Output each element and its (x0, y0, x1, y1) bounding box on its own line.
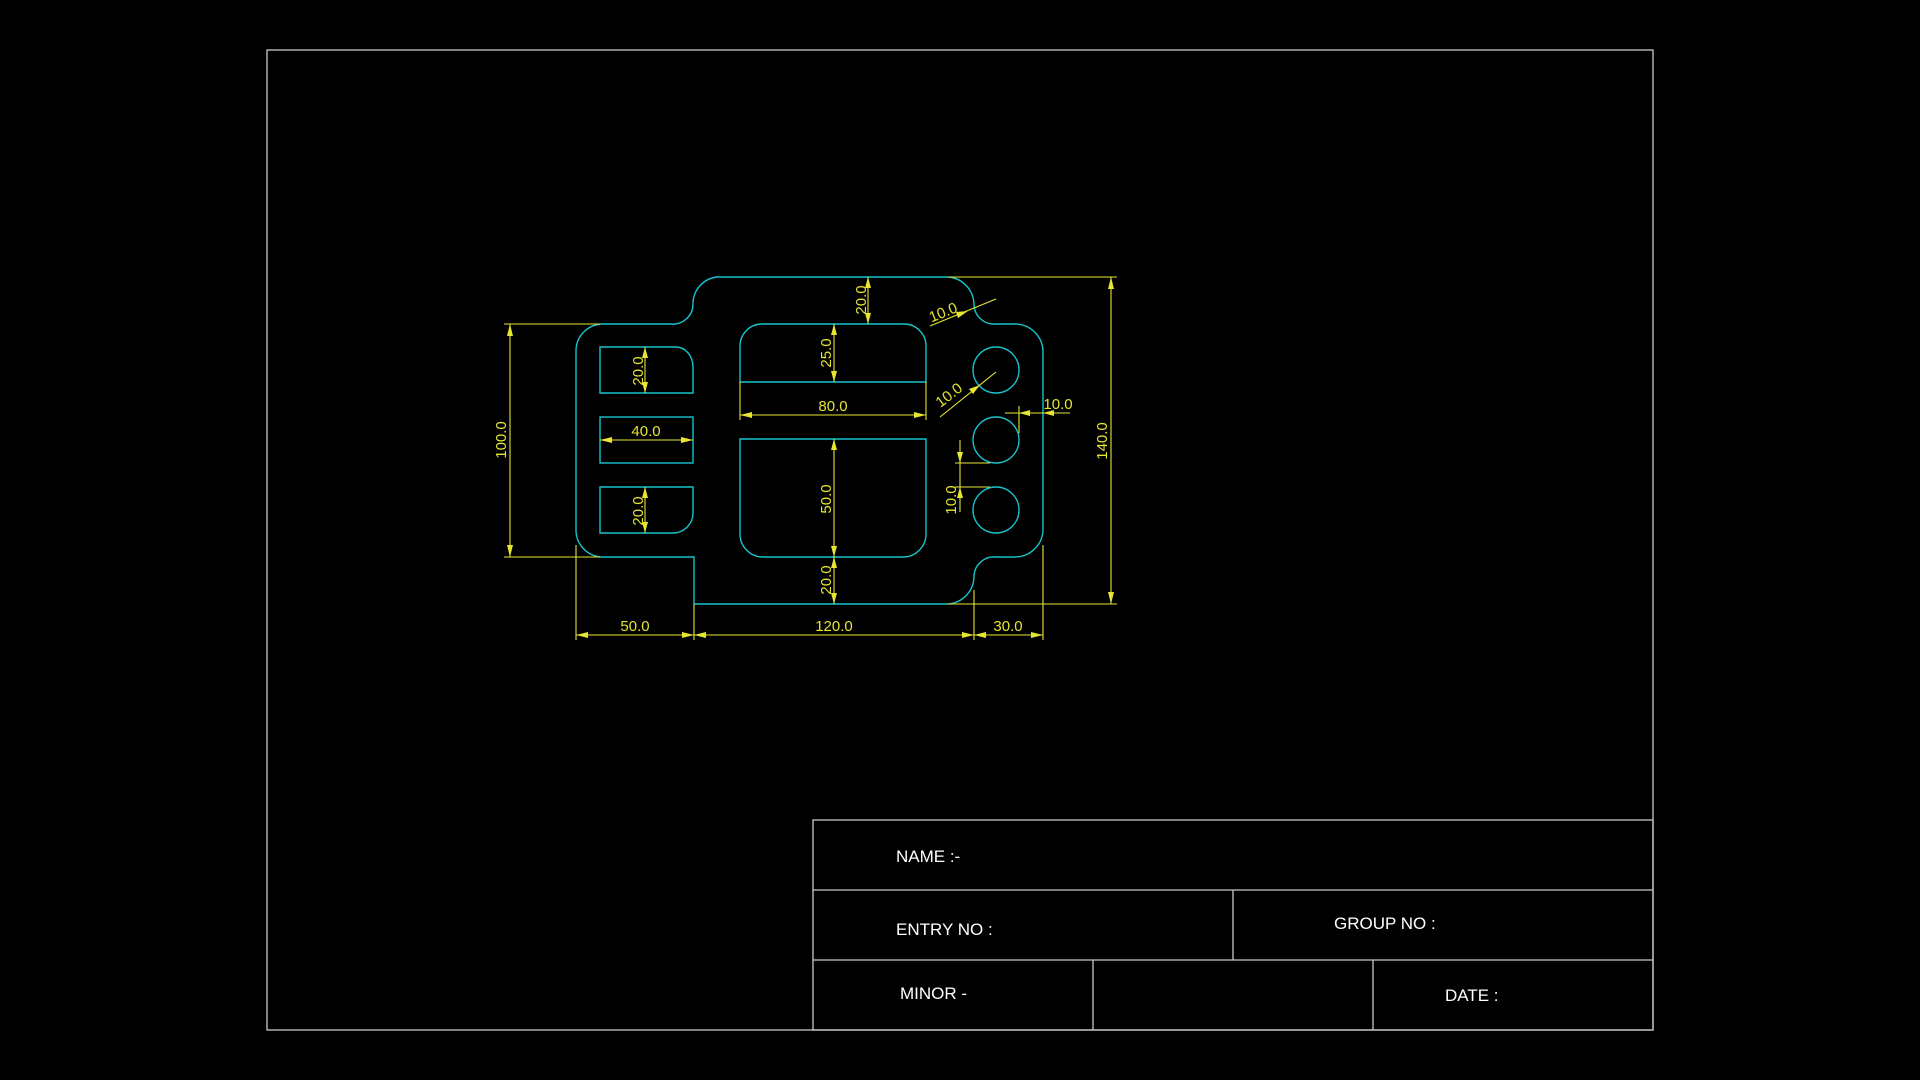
hole-top (972, 346, 1020, 394)
arrowhead (957, 452, 963, 463)
dim-text-fillet-radius: 10.0 (927, 299, 960, 326)
hole-bottom (972, 486, 1020, 534)
arrowhead (1043, 410, 1054, 416)
part-outline (575, 276, 1044, 605)
dimensions: 140.0 100.0 20.0 25.0 80.0 50.0 (493, 276, 1117, 640)
arrowhead (1108, 592, 1114, 604)
arrowhead (1019, 410, 1030, 416)
hole-middle (972, 416, 1020, 464)
arrowhead (831, 557, 837, 568)
dim-text-bottom-web: 20.0 (818, 565, 835, 594)
arrowhead (1108, 277, 1114, 289)
dim-text-overall-right: 140.0 (1094, 422, 1111, 460)
arrowhead (682, 632, 694, 638)
group-no-label: GROUP NO : (1334, 914, 1436, 933)
arrowhead (642, 382, 648, 393)
left-slot-bottom (599, 486, 694, 534)
central-slot-upper (739, 323, 927, 383)
arrowhead (831, 439, 837, 450)
arrowhead (694, 632, 706, 638)
arrowhead (831, 546, 837, 557)
title-block-frame (812, 819, 1654, 1031)
name-label: NAME :- (896, 847, 960, 866)
dim-text-slot-lower: 50.0 (818, 484, 835, 513)
leader-hole-radius (939, 371, 997, 418)
entry-no-label: ENTRY NO : (896, 920, 993, 939)
dim-text-hole-spacing: 10.0 (943, 485, 960, 514)
arrowhead (642, 347, 648, 358)
sheet-border (266, 49, 1654, 1031)
arrowhead (642, 522, 648, 533)
dim-text-bottom-center: 120.0 (815, 618, 853, 635)
dim-text-top-web: 20.0 (853, 285, 870, 314)
central-slot-lower (739, 438, 927, 558)
minor-label: MINOR - (900, 984, 967, 1003)
arrowhead (914, 412, 926, 418)
arrowhead (642, 487, 648, 498)
dim-text-hole-radius: 10.0 (932, 380, 965, 411)
arrowhead (507, 545, 513, 557)
title-block: NAME :- ENTRY NO : GROUP NO : MINOR - DA… (812, 819, 1654, 1031)
arrowhead (865, 277, 871, 288)
arrowhead (956, 311, 968, 318)
dim-text-left-slot-width: 40.0 (631, 423, 660, 440)
arrowhead (507, 324, 513, 336)
dim-text-overall-left: 100.0 (493, 421, 510, 459)
arrowhead (969, 385, 980, 394)
dim-text-left-slot-top: 20.0 (630, 356, 647, 385)
dim-text-left-slot-bottom: 20.0 (630, 496, 647, 525)
left-slot-top (599, 346, 694, 394)
arrowhead (740, 412, 752, 418)
arrowhead (831, 324, 837, 335)
arrowhead (576, 632, 588, 638)
arrowhead (831, 593, 837, 604)
dim-text-slot-upper: 25.0 (818, 338, 835, 367)
arrowhead (974, 632, 986, 638)
arrowhead (681, 437, 693, 443)
arrowhead (831, 371, 837, 382)
arrowhead (600, 437, 612, 443)
date-label: DATE : (1445, 986, 1499, 1005)
dim-text-bottom-left: 50.0 (620, 618, 649, 635)
arrowhead (957, 487, 963, 498)
arrowhead (1031, 632, 1043, 638)
arrowhead (865, 313, 871, 324)
arrowhead (962, 632, 974, 638)
dim-text-slot-width: 80.0 (818, 398, 847, 415)
dim-text-bottom-right: 30.0 (993, 618, 1022, 635)
part-geometry (575, 276, 1044, 605)
dim-text-hole-edge: 10.0 (1043, 396, 1072, 413)
